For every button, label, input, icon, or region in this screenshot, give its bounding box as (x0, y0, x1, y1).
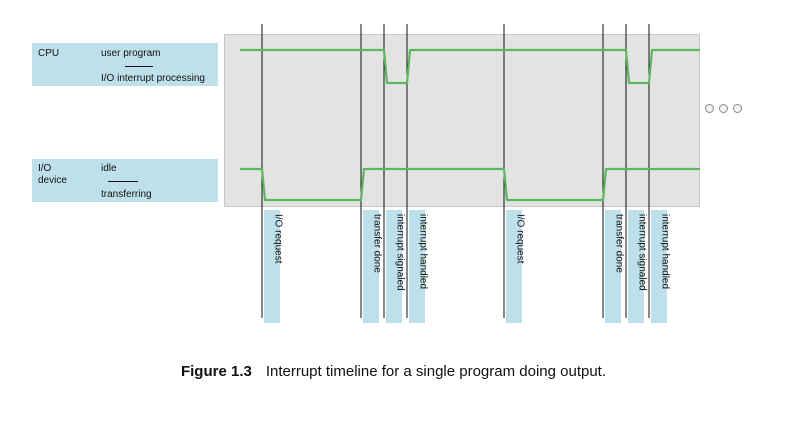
event-label-interrupt-handled: interrupt handled (418, 214, 429, 289)
event-label-interrupt-signaled: interrupt signaled (637, 214, 648, 291)
io-state-idle: idle (101, 163, 117, 174)
more-dot-icon (733, 104, 742, 113)
event-label-transfer-done: transfer done (372, 214, 383, 273)
io-state-separator (108, 181, 138, 182)
more-dot-icon (719, 104, 728, 113)
cpu-state-separator (125, 66, 153, 67)
figure-caption-text: Interrupt timeline for a single program … (265, 363, 607, 380)
event-label-i-o-request: I/O request (273, 214, 284, 264)
cpu-state-interrupt-processing: I/O interrupt processing (101, 73, 205, 84)
event-label-i-o-request: I/O request (515, 214, 526, 264)
figure-caption: Figure 1.3 Interrupt timeline for a singl… (0, 363, 787, 380)
cpu-state-user-program: user program (101, 48, 161, 59)
io-signal-trace (240, 167, 700, 202)
event-label-box (363, 210, 379, 323)
io-state-transferring: transferring (101, 189, 152, 200)
figure-number: Figure 1.3 (180, 363, 252, 380)
event-label-box (651, 210, 667, 323)
event-label-interrupt-signaled: interrupt signaled (395, 214, 406, 291)
more-dot-icon (705, 104, 714, 113)
io-device-name-line1: I/O (38, 163, 52, 174)
event-label-box (409, 210, 425, 323)
event-label-interrupt-handled: interrupt handled (660, 214, 671, 289)
io-device-name-line2: device (38, 175, 67, 186)
event-label-box (386, 210, 402, 323)
event-label-box (628, 210, 644, 323)
cpu-device-name: CPU (38, 48, 60, 59)
cpu-row-label: CPU user program I/O interrupt processin… (32, 43, 218, 86)
event-label-box (264, 210, 280, 323)
timeline-panel (224, 34, 700, 207)
event-label-box (506, 210, 522, 323)
event-label-transfer-done: transfer done (614, 214, 625, 273)
cpu-signal-trace (240, 48, 700, 85)
io-row-label: I/O device idle transferring (32, 159, 218, 202)
event-label-box (605, 210, 621, 323)
